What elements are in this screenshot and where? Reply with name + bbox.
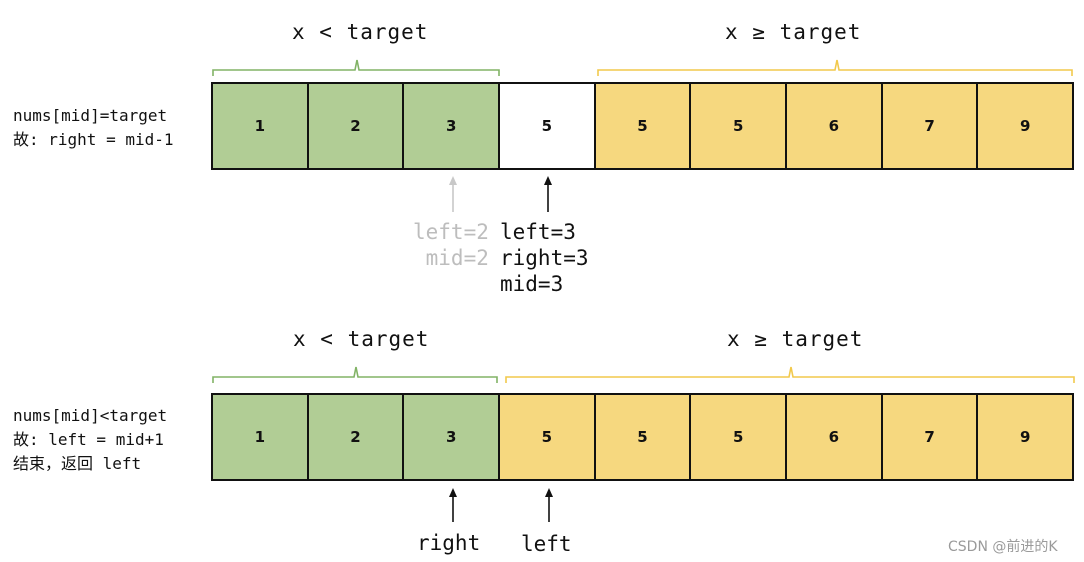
panel2-cell: 3 <box>404 395 501 479</box>
panel1-cell: 5 <box>595 84 692 168</box>
panel1-left-brace <box>212 59 500 76</box>
panel2-cell: 6 <box>787 395 883 479</box>
panel1-cell: 7 <box>882 84 979 168</box>
panel2-note: nums[mid]<target 故: left = mid+1 结束，返回 l… <box>13 404 167 476</box>
panel1-arrows <box>449 176 552 212</box>
panel1-new-right: right=3 <box>500 246 589 270</box>
panel1-new-pointer-arrowhead <box>544 176 552 185</box>
panel1-old-pointer-arrowhead <box>449 176 457 185</box>
panel1-cell: 1 <box>213 84 309 168</box>
panel2-note-line-2: 故: left = mid+1 <box>13 430 164 449</box>
panel2-braces <box>212 366 1075 383</box>
panel1-note-line-1: nums[mid]=target <box>13 106 168 125</box>
panel1-note-line-2: 故: right = mid-1 <box>13 130 174 149</box>
panel2-cell: 7 <box>882 395 979 479</box>
panel1-left-range-label: x < target <box>292 20 429 44</box>
panel1-note: nums[mid]=target 故: right = mid-1 <box>13 104 174 152</box>
panel1-cell: 5 <box>500 84 596 168</box>
watermark: CSDN @前进的K <box>948 539 1058 555</box>
panel1-old-pointer-label: left=2 mid=2 <box>413 219 489 271</box>
panel2-cell: 9 <box>978 395 1073 479</box>
panel1-old-mid: mid=2 <box>425 246 489 270</box>
panel1-cell: 2 <box>308 84 405 168</box>
panel2-arrows <box>449 488 553 522</box>
panel1-cell: 5 <box>691 84 788 168</box>
panel2-cell: 5 <box>595 395 692 479</box>
panel1-braces <box>212 59 1073 76</box>
panel2-right-brace <box>505 366 1075 383</box>
panel2-right-range-label: x ≥ target <box>727 327 864 351</box>
panel2-right-pointer-label: right <box>417 531 481 555</box>
panel1-cell: 9 <box>978 84 1073 168</box>
panel2-cell: 2 <box>308 395 405 479</box>
panel2-note-line-3: 结束，返回 left <box>13 454 142 473</box>
panel1-new-mid: mid=3 <box>500 272 564 296</box>
panel2-note-line-1: nums[mid]<target <box>13 406 168 425</box>
panel1-old-left: left=2 <box>413 220 489 244</box>
panel1-cell: 3 <box>404 84 501 168</box>
panel2-right-pointer-arrowhead <box>449 488 457 497</box>
panel2-left-pointer-arrowhead <box>545 488 553 497</box>
panel2-left-pointer-label: left <box>521 532 572 556</box>
panel1-right-range-label: x ≥ target <box>725 20 862 44</box>
panel2-cell: 1 <box>213 395 309 479</box>
panel2-left-brace <box>212 366 498 383</box>
panel2-cell: 5 <box>500 395 596 479</box>
panel1-new-pointer-label: left=3 right=3 mid=3 <box>500 219 589 297</box>
panel1-new-left: left=3 <box>500 220 576 244</box>
panel2-left-range-label: x < target <box>293 327 430 351</box>
panel1-right-brace <box>597 59 1073 76</box>
panel2-cell: 5 <box>691 395 788 479</box>
panel1-cell: 6 <box>787 84 883 168</box>
